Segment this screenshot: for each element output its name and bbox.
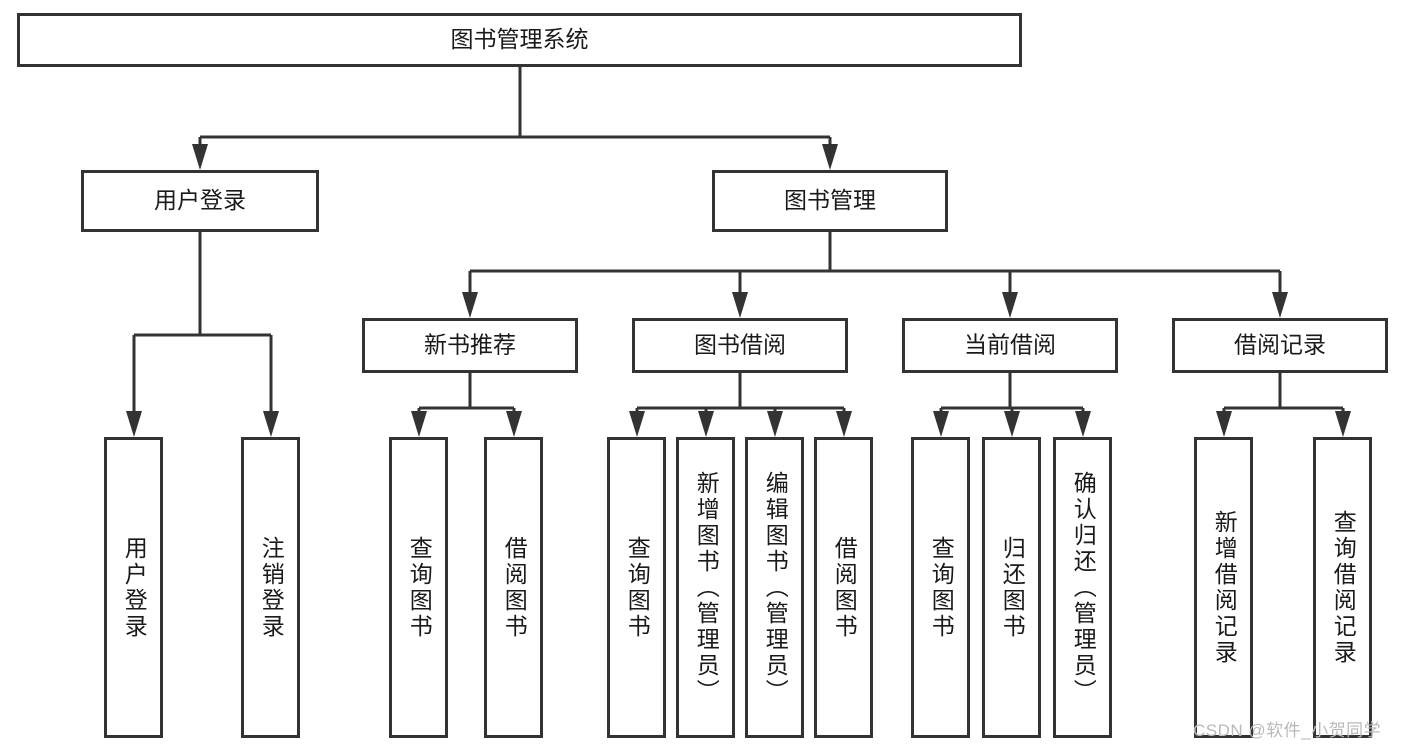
edges-user-login-to-actions	[126, 232, 279, 437]
node-module-label-3: 当前借阅	[964, 332, 1056, 358]
arrow-head-icon	[933, 411, 949, 437]
edges-book-borrow-to-actions	[629, 373, 852, 437]
arrow-head-icon	[506, 411, 522, 437]
node-level2-label-2: 图书管理	[784, 187, 876, 213]
node-boxes-layer	[17, 13, 1388, 738]
arrow-head-icon	[822, 144, 838, 170]
node-module-2[interactable]	[632, 318, 848, 373]
node-module-label-1: 新书推荐	[424, 332, 516, 358]
edges-new-book-recommend-to-actions	[411, 373, 522, 437]
node-module-label-4: 借阅记录	[1234, 332, 1326, 358]
node-level2-1[interactable]	[81, 170, 319, 232]
node-root-label: 图书管理系统	[451, 26, 589, 52]
arrow-head-icon	[1335, 411, 1351, 437]
node-leaf-6[interactable]	[676, 437, 735, 738]
node-leaf-13[interactable]	[1313, 437, 1372, 738]
node-leaf-5[interactable]	[607, 437, 666, 738]
node-leaf-10[interactable]	[982, 437, 1041, 738]
node-leaf-4[interactable]	[484, 437, 543, 738]
node-leaf-12[interactable]	[1194, 437, 1253, 738]
arrow-head-icon	[836, 411, 852, 437]
node-module-1[interactable]	[362, 318, 578, 373]
arrow-head-icon	[263, 411, 279, 437]
connector-edges-layer	[126, 67, 1351, 437]
node-root-book-management-system[interactable]	[17, 13, 1022, 67]
arrow-head-icon	[126, 411, 142, 437]
node-leaf-9[interactable]	[911, 437, 970, 738]
node-leaf-7[interactable]	[745, 437, 804, 738]
arrow-head-icon	[411, 411, 427, 437]
node-leaf-3[interactable]	[389, 437, 448, 738]
node-module-3[interactable]	[902, 318, 1118, 373]
node-leaf-2[interactable]	[241, 437, 300, 738]
node-leaf-1[interactable]	[104, 437, 163, 738]
edges-current-borrow-to-actions	[933, 373, 1091, 437]
arrow-head-icon	[1216, 411, 1232, 437]
node-module-4[interactable]	[1172, 318, 1388, 373]
arrow-head-icon	[698, 411, 714, 437]
node-module-label-2: 图书借阅	[694, 332, 786, 358]
arrow-head-icon	[1004, 411, 1020, 437]
node-leaf-11[interactable]	[1053, 437, 1112, 738]
edges-borrow-records-to-actions	[1216, 373, 1351, 437]
edges-root-to-level2	[192, 67, 838, 170]
node-leaf-8[interactable]	[814, 437, 873, 738]
arrow-head-icon	[1075, 411, 1091, 437]
arrow-head-icon	[462, 292, 478, 318]
edges-book-management-to-modules	[462, 232, 1288, 318]
arrow-head-icon	[629, 411, 645, 437]
arrow-head-icon	[192, 144, 208, 170]
node-level2-label-1: 用户登录	[154, 187, 246, 213]
arrow-head-icon	[1002, 292, 1018, 318]
arrow-head-icon	[1272, 292, 1288, 318]
arrow-head-icon	[732, 292, 748, 318]
node-level2-2[interactable]	[712, 170, 948, 232]
arrow-head-icon	[767, 411, 783, 437]
csdn-watermark: CSDN @软件_小贺同学	[1193, 721, 1382, 740]
